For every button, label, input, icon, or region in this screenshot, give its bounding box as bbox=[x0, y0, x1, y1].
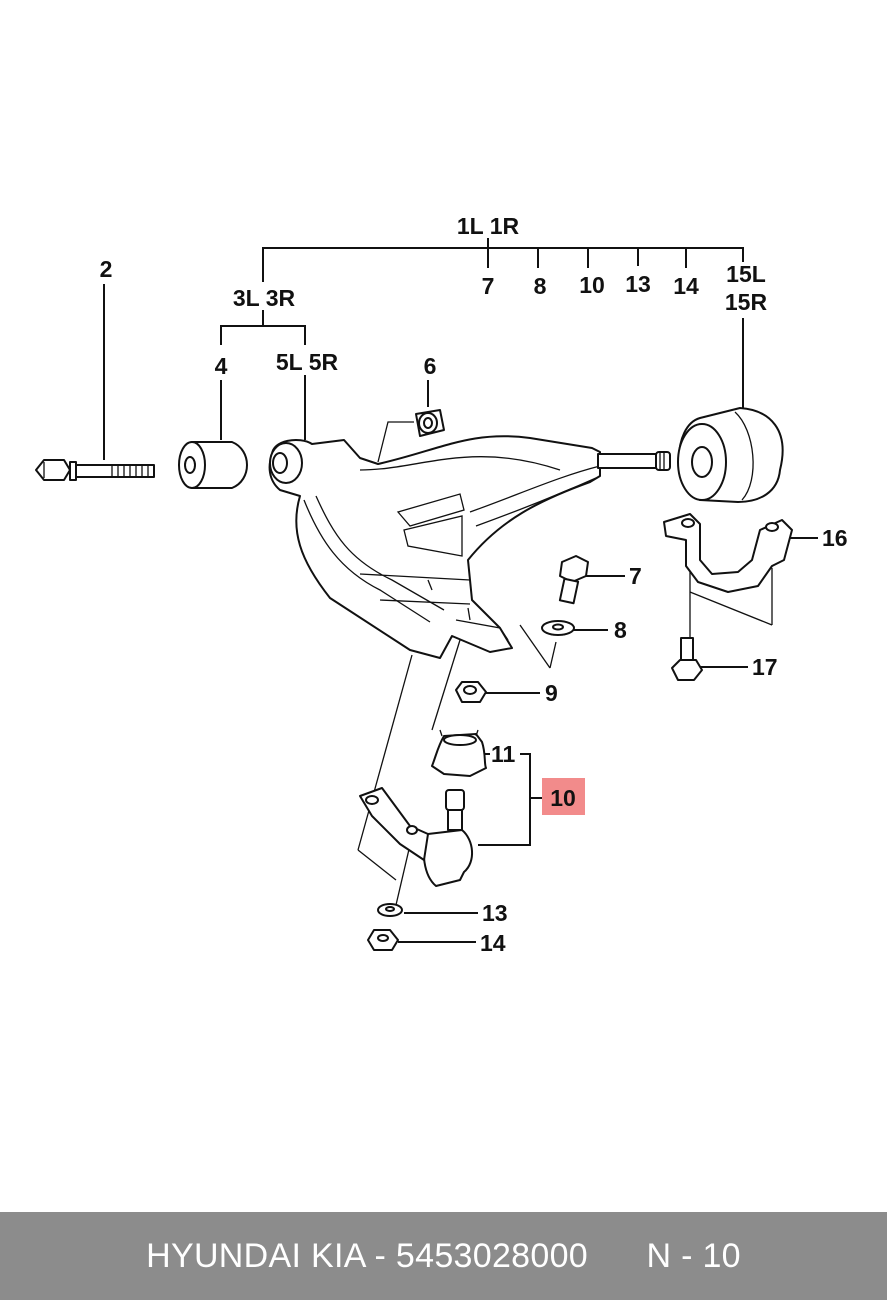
label-part-6: 6 bbox=[424, 353, 437, 379]
ball-joint-part-10 bbox=[359, 787, 473, 887]
label-part-16: 16 bbox=[822, 525, 848, 551]
label-part-14-top: 14 bbox=[673, 273, 699, 299]
bolt-part-2 bbox=[35, 459, 155, 481]
nut-part-9 bbox=[455, 681, 487, 703]
boot-part-11 bbox=[431, 729, 487, 777]
label-part-7: 7 bbox=[629, 563, 642, 589]
label-part-13-top: 13 bbox=[625, 271, 651, 297]
label-part-17: 17 bbox=[752, 654, 778, 680]
label-part-13: 13 bbox=[482, 900, 508, 926]
footer-page-ref: N - 10 bbox=[646, 1236, 741, 1275]
callout-labels: 1L 1R 7 8 10 13 14 15L 15R 3L 3R 2 4 5L … bbox=[100, 213, 848, 956]
label-group-15-l: 15L bbox=[726, 261, 766, 287]
nut-part-14 bbox=[367, 929, 399, 951]
leader-lines bbox=[103, 238, 818, 943]
label-group-5: 5L 5R bbox=[276, 349, 339, 375]
collar-part-6 bbox=[415, 409, 445, 437]
label-group-1: 1L 1R bbox=[457, 213, 520, 239]
footer-brand-part: HYUNDAI KIA - 5453028000 bbox=[146, 1236, 589, 1275]
label-part-10-highlighted: 10 bbox=[550, 785, 576, 811]
label-part-7-top: 7 bbox=[482, 273, 495, 299]
label-part-8-top: 8 bbox=[534, 273, 547, 299]
bolt-part-7 bbox=[558, 555, 589, 605]
highlight-box bbox=[542, 778, 585, 815]
washer-part-8 bbox=[541, 620, 575, 636]
label-part-4: 4 bbox=[215, 353, 228, 379]
label-part-14: 14 bbox=[480, 930, 506, 956]
bushing-part-15 bbox=[677, 407, 784, 503]
bolt-part-17 bbox=[671, 637, 703, 681]
lower-control-arm bbox=[268, 435, 671, 659]
bracket-part-16 bbox=[663, 513, 793, 593]
label-part-10-top: 10 bbox=[579, 272, 605, 298]
label-group-3: 3L 3R bbox=[233, 285, 296, 311]
footer-spacer bbox=[588, 1237, 646, 1276]
label-part-8: 8 bbox=[614, 617, 627, 643]
label-part-11: 11 bbox=[491, 741, 516, 767]
label-part-9: 9 bbox=[545, 680, 558, 706]
footer-bar: HYUNDAI KIA - 5453028000 N - 10 bbox=[0, 1212, 887, 1300]
label-group-15-r: 15R bbox=[725, 289, 768, 315]
suspension-diagram: 1L 1R 7 8 10 13 14 15L 15R 3L 3R 2 4 5L … bbox=[35, 213, 848, 956]
bushing-part-4 bbox=[178, 441, 248, 489]
label-part-2: 2 bbox=[100, 256, 113, 282]
washer-part-13 bbox=[377, 903, 403, 917]
